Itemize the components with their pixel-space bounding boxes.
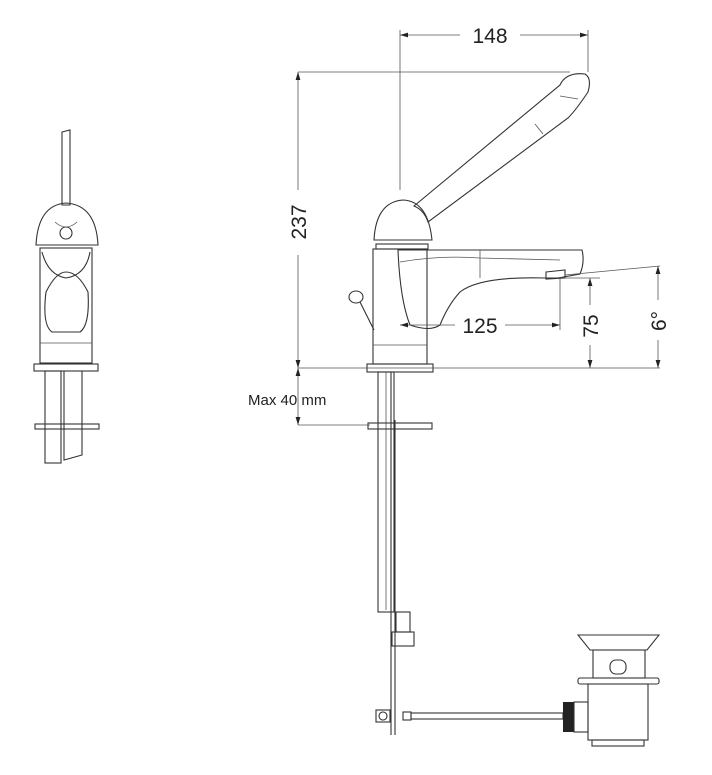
dim-max-deck: Max 40 mm [248,392,326,409]
dim-height-total: 237 [288,204,311,239]
dimension-lines [295,30,661,426]
side-view-faucet [348,73,591,373]
dim-spout-angle: 6° [648,311,671,331]
front-view [33,129,100,464]
under-counter-assembly [367,371,564,735]
dim-width-top: 148 [472,25,507,48]
dim-spout-reach: 125 [462,315,497,338]
dim-spout-height: 75 [580,314,603,337]
pop-up-waste [563,634,661,747]
